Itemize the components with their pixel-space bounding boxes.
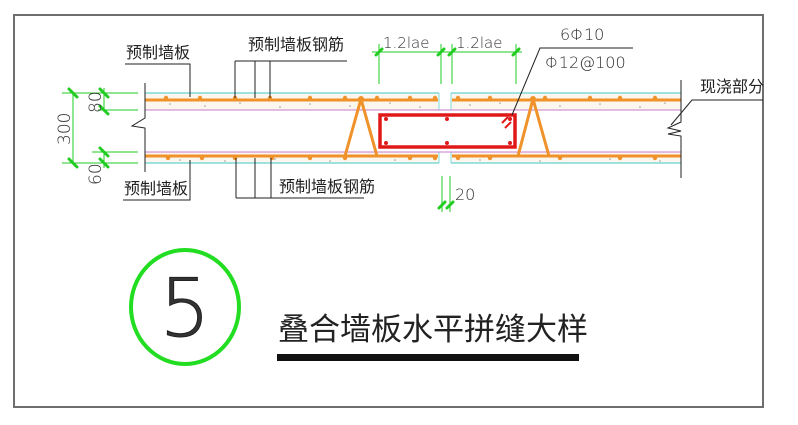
wall-section (130, 80, 682, 178)
right-break-line (666, 80, 682, 178)
drawing-title: 叠合墙板水平拼缝大样 (278, 312, 588, 348)
dimension-ticks (67, 47, 521, 210)
dim-total-thickness: 300 (55, 113, 75, 145)
label-precast-wall-bottom: 预制墙板 (124, 179, 188, 198)
callout-stirrup: Φ12@100 (545, 53, 626, 72)
joint-stirrup (378, 113, 517, 149)
dim-lap-left: 1.2lae (383, 34, 429, 52)
callout-longitudinal-rebar: 6Φ10 (560, 25, 604, 44)
dim-joint-gap: 20 (455, 185, 475, 204)
detail-number: 5 (160, 262, 211, 355)
leader-lines (123, 47, 763, 201)
label-precast-rebar-bottom: 预制墙板钢筋 (279, 177, 375, 196)
dim-top-layer: 80 (86, 91, 106, 113)
detail-number-circle (129, 248, 241, 366)
dim-bottom-layer: 60 (86, 163, 106, 185)
label-precast-wall-top: 预制墙板 (126, 43, 190, 62)
drawing-frame (13, 14, 764, 408)
label-precast-rebar-top: 预制墙板钢筋 (248, 35, 344, 54)
left-break-line (130, 83, 146, 172)
dim-lap-right: 1.2lae (456, 34, 502, 52)
title-underline (277, 354, 579, 361)
label-cast-in-place: 现浇部分 (700, 77, 764, 96)
